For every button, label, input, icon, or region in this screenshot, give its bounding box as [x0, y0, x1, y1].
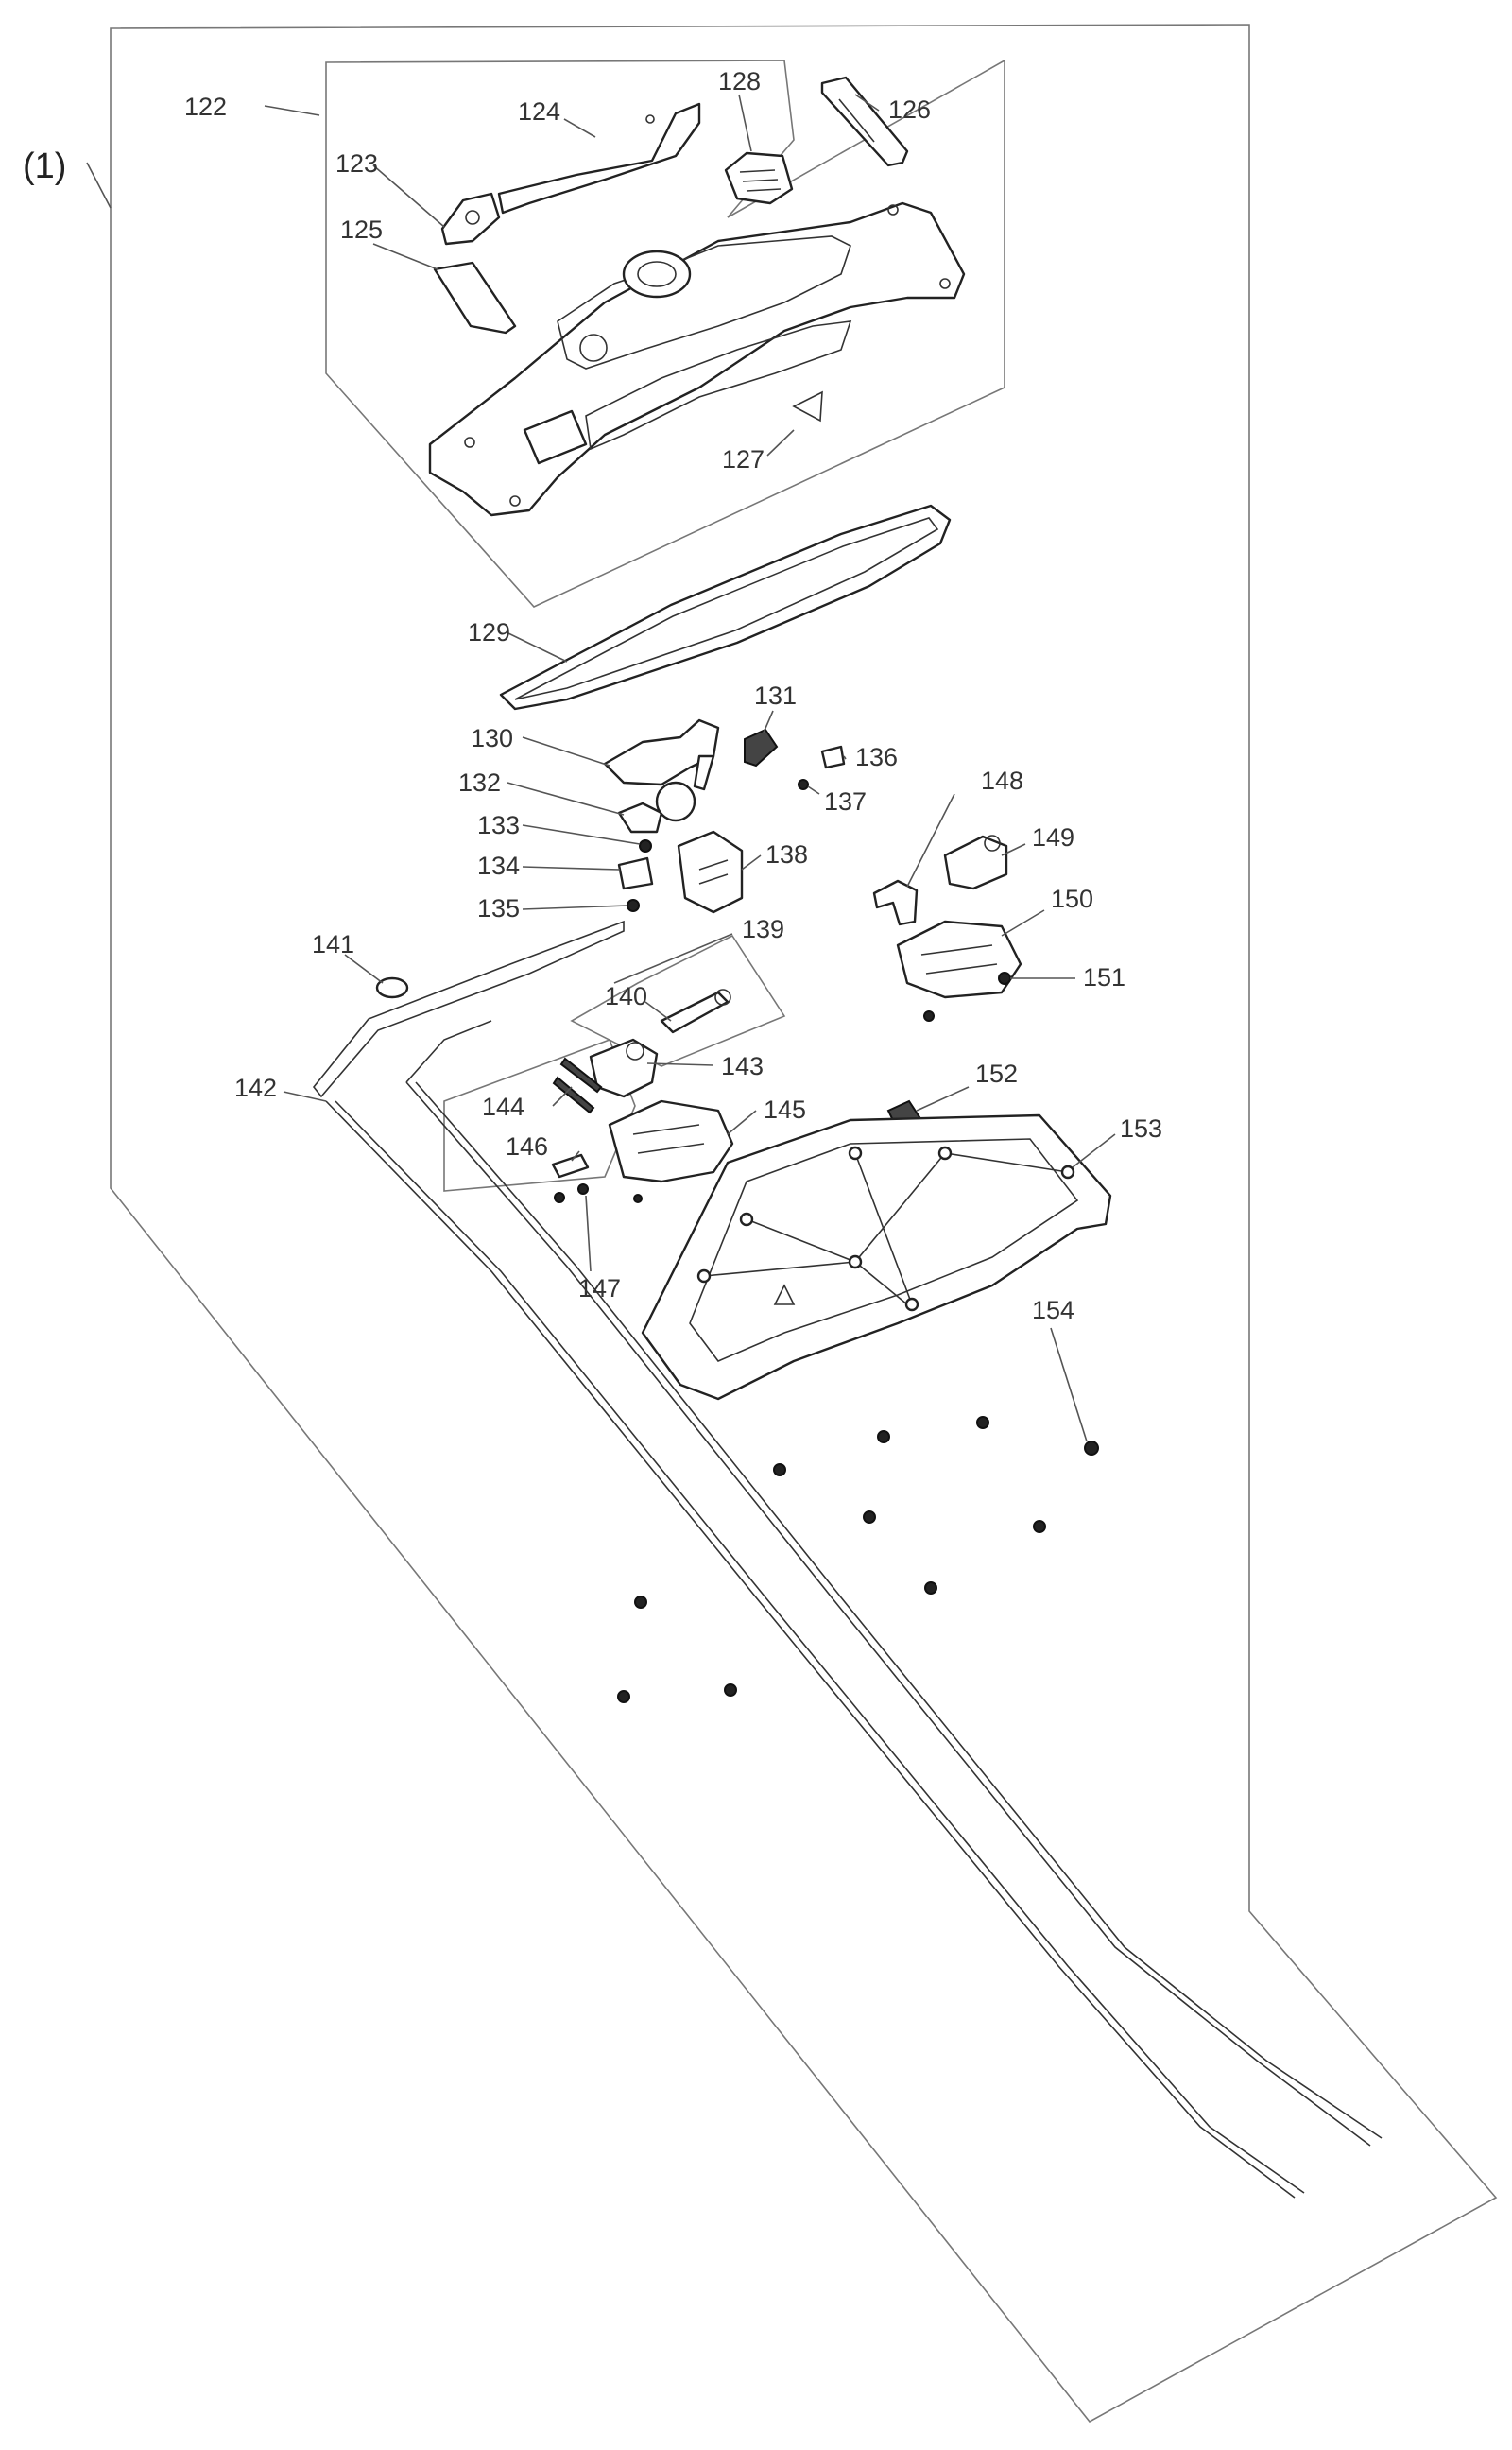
- part-label: 132: [458, 768, 501, 797]
- part-label: 139: [742, 915, 784, 943]
- part-label: 142: [234, 1074, 277, 1102]
- part-label: 126: [888, 95, 931, 124]
- part-136-clip: [820, 745, 846, 769]
- part-129-seal: [499, 504, 952, 711]
- part-label: 123: [335, 149, 378, 178]
- part-labels: 122 123 124 125 126 127 128 129 130 131 …: [184, 67, 1162, 1324]
- part-label: 141: [312, 930, 354, 958]
- part-153-lower-housing: [641, 1113, 1112, 1401]
- part-label: 127: [722, 445, 765, 474]
- assembly-outline: [110, 24, 1498, 2424]
- assembly-label: (1): [23, 147, 66, 186]
- part-label: 136: [855, 743, 898, 771]
- housing-subgroup-frame: [325, 59, 1005, 608]
- part-label: 145: [764, 1096, 806, 1124]
- part-140-connector: [660, 991, 730, 1034]
- part-151b-screw: [923, 1010, 935, 1022]
- part-150-switch-unit: [896, 920, 1022, 999]
- part-128-button: [724, 151, 794, 205]
- part-label: 125: [340, 216, 383, 244]
- part-label: 144: [482, 1093, 524, 1121]
- part-131-spring: [744, 728, 779, 768]
- part-126-cover: [820, 76, 909, 167]
- part-label: 154: [1032, 1296, 1074, 1324]
- part-151-screw: [998, 972, 1011, 985]
- part-label: 137: [824, 787, 867, 816]
- part-123-cover: [440, 192, 501, 246]
- part-141-ring: [375, 976, 409, 999]
- part-label: 131: [754, 682, 797, 710]
- part-label: 133: [477, 811, 520, 839]
- part-142-cable: [312, 920, 1383, 2199]
- part-146-plate: [551, 1153, 590, 1179]
- part-label: 146: [506, 1132, 548, 1161]
- part-label: 152: [975, 1060, 1018, 1088]
- part-label: 143: [721, 1052, 764, 1080]
- part-154-screws: [617, 1416, 1099, 1703]
- part-130-lever: [603, 718, 720, 786]
- part-149-motor-cap: [943, 835, 1008, 890]
- part-label: 151: [1083, 963, 1125, 992]
- part-label: 140: [605, 982, 647, 1010]
- part-label: 129: [468, 618, 510, 647]
- part-137-screw: [798, 779, 809, 790]
- part-label: 128: [718, 67, 761, 95]
- part-label: 122: [184, 93, 227, 121]
- part-145-trigger-block: [608, 1099, 734, 1183]
- part-label: 135: [477, 894, 520, 923]
- part-label: 150: [1051, 885, 1093, 913]
- part-134-plate: [617, 856, 654, 890]
- part-138-switch: [677, 830, 744, 914]
- part-124-plate: [497, 102, 701, 215]
- part-label: 134: [477, 852, 520, 880]
- part-148-bracket: [872, 879, 919, 926]
- part-label: 149: [1032, 823, 1074, 852]
- switch-subgroup-frame: [570, 934, 786, 1067]
- part-144-springs: [552, 1057, 603, 1114]
- leader-lines: [264, 94, 1116, 1442]
- part-label: 148: [981, 767, 1023, 795]
- part-125-label-plate: [433, 261, 517, 335]
- part-133-screw: [639, 839, 652, 853]
- part-135-screw: [627, 899, 640, 912]
- part-label: 130: [471, 724, 513, 752]
- part-label: 147: [578, 1274, 621, 1303]
- part-label: 138: [765, 840, 808, 869]
- upper-housing-part: [428, 201, 966, 517]
- part-132-bracket: [617, 802, 663, 834]
- part-147-screws: [554, 1183, 643, 1203]
- part-label: 124: [518, 97, 560, 126]
- part-label: 153: [1120, 1114, 1162, 1143]
